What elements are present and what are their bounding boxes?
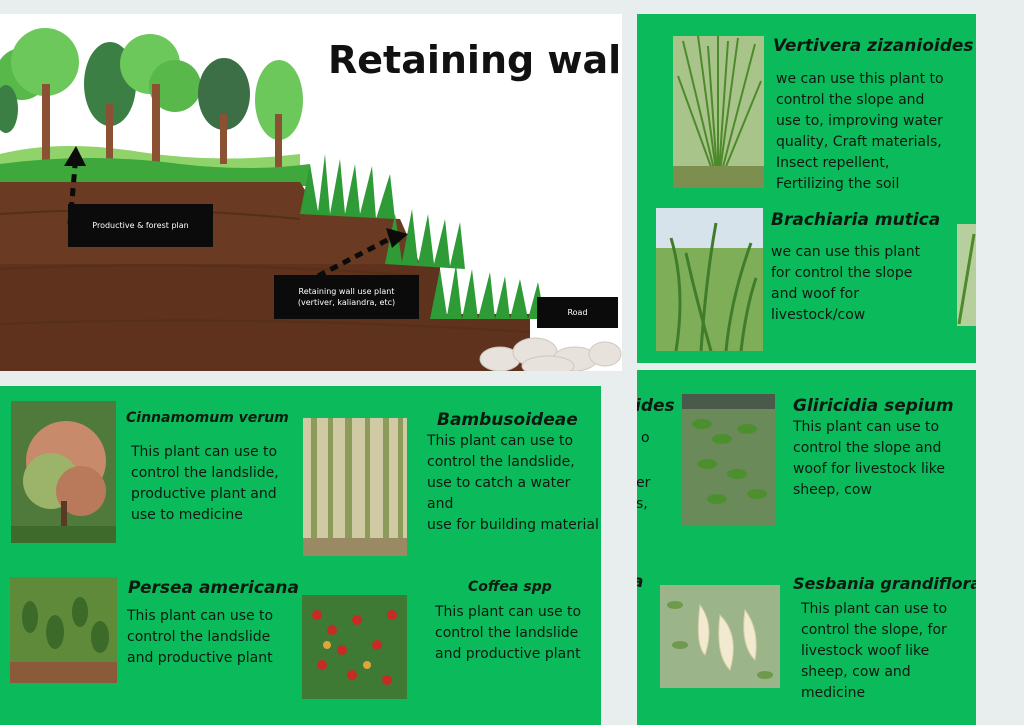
clipped-text: er	[637, 475, 651, 491]
desc-line: This plant can use to	[127, 608, 274, 624]
species-description: This plant can use to control the landsl…	[427, 431, 601, 536]
desc-line: and productive plant	[435, 646, 581, 662]
panel-bottom-left: Cinnamomum verum This plant can use to c…	[0, 386, 601, 725]
desc-line: control the landslide,	[131, 465, 279, 481]
species-name: Coffea spp	[468, 579, 552, 595]
species-name: Persea americana	[128, 578, 300, 598]
desc-line: medicine	[801, 685, 866, 701]
desc-line: productive plant and	[131, 486, 277, 502]
species-description: This plant can use to control the landsl…	[131, 442, 279, 526]
species-name: Gliricidia sepium	[793, 396, 954, 416]
species-name: Cinnamomum verum	[126, 410, 289, 426]
species-description: This plant can use to control the landsl…	[127, 606, 273, 669]
desc-line: and productive plant	[127, 650, 273, 666]
desc-line: This plant can use to	[801, 601, 948, 617]
retaining-wall-illustration: Retaining wall Productive & forest plan …	[0, 14, 622, 371]
desc-line: use for building material	[427, 517, 599, 533]
desc-line: control the landslide	[127, 629, 271, 645]
desc-line: we can use this plant to	[776, 71, 944, 87]
vetiver-grass-clumps	[300, 154, 545, 319]
desc-line: sheep, cow	[793, 482, 872, 498]
panel-top-right: Vertivera zizanioides we can use this pl…	[637, 14, 976, 363]
species-description: This plant can use to control the slope,…	[801, 599, 947, 704]
clipped-text: o	[641, 430, 650, 446]
panel-bottom-right: ides o er s, a Gliricidia sepium This pl…	[637, 370, 976, 725]
photo-clipped-edge	[957, 224, 976, 326]
label-retaining-line2: (vertiver, kaliandra, etc)	[297, 298, 396, 307]
desc-line: quality, Craft materials,	[776, 134, 942, 150]
desc-line: sheep, cow and	[801, 664, 911, 680]
desc-line: for control the slope	[771, 265, 913, 281]
photo-vertivera	[673, 36, 764, 188]
desc-line: livestock/cow	[771, 307, 866, 323]
label-productive-text: Productive & forest plan	[92, 221, 189, 230]
desc-line: Insect repellent,	[776, 155, 890, 171]
desc-line: This plant can use to	[793, 419, 940, 435]
species-name: Sesbania grandiflora	[793, 574, 976, 593]
label-road: Road	[537, 297, 618, 328]
desc-line: woof for livestock like	[793, 461, 945, 477]
species-name: Bambusoideae	[437, 410, 578, 430]
photo-bambusoideae	[303, 418, 407, 556]
desc-line: control the landslide	[435, 625, 579, 641]
photo-coffea	[302, 595, 407, 699]
desc-line: This plant can use to	[435, 604, 582, 620]
desc-line: and woof for	[771, 286, 859, 302]
species-name: Brachiaria mutica	[771, 210, 941, 230]
species-name: Vertivera zizanioides	[773, 36, 974, 56]
desc-line: control the slope, for	[801, 622, 947, 638]
photo-brachiaria	[656, 208, 763, 351]
desc-line: This plant can use to	[131, 444, 278, 460]
photo-persea	[10, 577, 117, 683]
page-title: Retaining wall	[328, 38, 622, 82]
desc-line: control the slope and	[793, 440, 942, 456]
photo-sesbania	[660, 585, 780, 688]
desc-line: control the landslide,	[427, 454, 575, 470]
species-description: This plant can use to control the landsl…	[435, 602, 581, 665]
photo-gliricidia	[682, 394, 775, 525]
desc-line: control the slope and	[776, 92, 925, 108]
desc-line: use to catch a water and	[427, 475, 571, 512]
clipped-text: a	[637, 572, 643, 592]
species-description: we can use this plant to control the slo…	[776, 69, 944, 195]
desc-line: This plant can use to	[427, 433, 574, 449]
desc-line: livestock woof like	[801, 643, 930, 659]
desc-line: use to medicine	[131, 507, 243, 523]
label-retaining-wall-plant: Retaining wall use plant (vertiver, kali…	[274, 275, 419, 319]
road-rocks	[479, 337, 622, 371]
arrow-retaining	[316, 233, 397, 279]
forest-trees	[0, 28, 303, 169]
label-road-text: Road	[567, 308, 588, 317]
desc-line: use to, improving water	[776, 113, 943, 129]
desc-line: Fertilizing the soil	[776, 176, 900, 192]
species-description: we can use this plant for control the sl…	[771, 242, 920, 326]
photo-cinnamomum	[11, 401, 116, 543]
label-productive-forest: Productive & forest plan	[68, 204, 213, 247]
clipped-text: s,	[637, 496, 648, 512]
label-retaining-line1: Retaining wall use plant	[298, 287, 395, 296]
species-description: This plant can use to control the slope …	[793, 417, 945, 501]
desc-line: we can use this plant	[771, 244, 921, 260]
clipped-text: ides	[637, 396, 675, 416]
